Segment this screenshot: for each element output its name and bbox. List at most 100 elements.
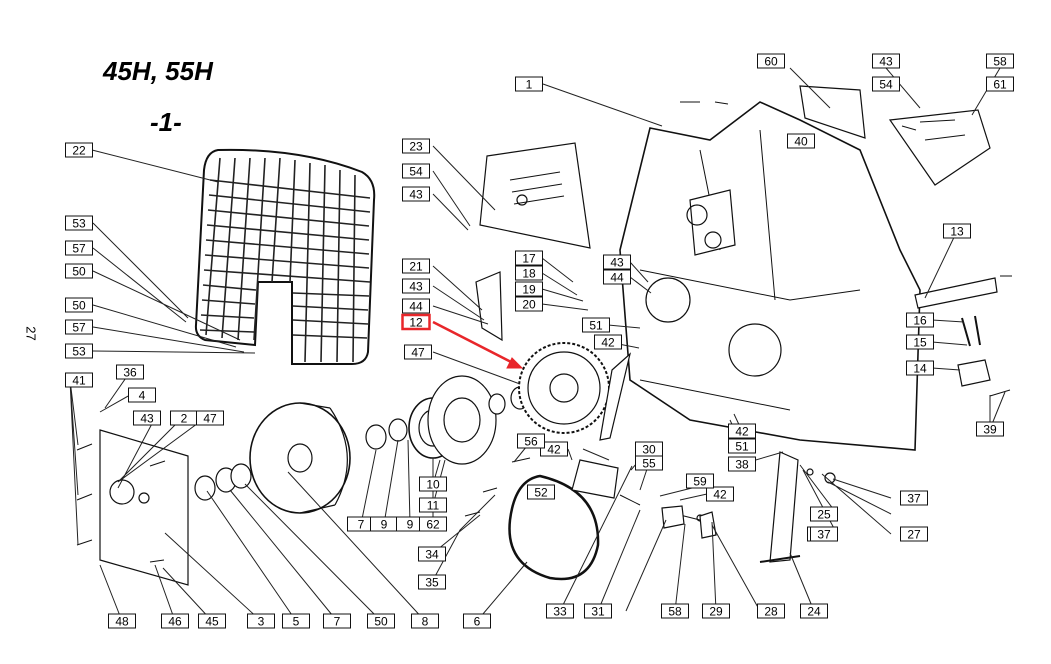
callout-53: 53 bbox=[65, 343, 93, 359]
support-leg bbox=[769, 451, 799, 563]
callout-number: 38 bbox=[735, 458, 749, 472]
callout-number: 57 bbox=[72, 242, 86, 256]
callout-box bbox=[128, 387, 156, 403]
highlight-arrowhead bbox=[506, 357, 524, 369]
plate-61 bbox=[888, 109, 991, 186]
callout-number: 37 bbox=[907, 492, 921, 506]
callout-56: 56 bbox=[517, 433, 545, 449]
callout-43: 43 bbox=[603, 254, 631, 270]
callout-number: 44 bbox=[610, 271, 624, 285]
callout-50: 50 bbox=[367, 613, 395, 629]
callout-27: 27 bbox=[900, 526, 928, 542]
callout-number: 47 bbox=[411, 346, 425, 360]
callout-box bbox=[986, 53, 1014, 69]
callout-box bbox=[603, 269, 631, 285]
callout-number: 15 bbox=[913, 336, 927, 350]
callout-box bbox=[515, 250, 543, 266]
callout-number: 22 bbox=[72, 144, 86, 158]
callout-box bbox=[411, 613, 439, 629]
callout-2: 2 bbox=[170, 410, 198, 426]
callout-number: 42 bbox=[735, 425, 749, 439]
callout-number: 9 bbox=[407, 518, 414, 532]
callout-number: 40 bbox=[794, 135, 808, 149]
callout-number: 39 bbox=[983, 423, 997, 437]
callout-number: 42 bbox=[601, 336, 615, 350]
callout-box bbox=[515, 281, 543, 297]
callout-box bbox=[661, 603, 689, 619]
callout-box bbox=[282, 613, 310, 629]
callout-box bbox=[800, 603, 828, 619]
callout-number: 47 bbox=[203, 412, 217, 426]
drum-flange bbox=[249, 402, 351, 514]
callout-number: 54 bbox=[409, 165, 423, 179]
callout-3: 3 bbox=[247, 613, 275, 629]
callout-30: 30 bbox=[635, 441, 663, 457]
callout-box bbox=[418, 574, 446, 590]
callout-number: 45 bbox=[205, 615, 219, 629]
callout-number: 43 bbox=[140, 412, 154, 426]
callout-box bbox=[594, 334, 622, 350]
callout-number: 25 bbox=[817, 508, 831, 522]
callout-box bbox=[546, 603, 574, 619]
callout-62: 62 bbox=[419, 516, 447, 532]
bracket-14 bbox=[957, 359, 991, 387]
callout-box bbox=[515, 265, 543, 281]
callout-box bbox=[402, 186, 430, 202]
callout-25: 25 bbox=[810, 506, 838, 522]
callout-15: 15 bbox=[906, 334, 934, 350]
callout-box bbox=[419, 516, 447, 532]
callout-number: 51 bbox=[589, 319, 603, 333]
callout-14: 14 bbox=[906, 360, 934, 376]
callout-28: 28 bbox=[757, 603, 785, 619]
highlight-arrow bbox=[432, 320, 516, 366]
brake-disc bbox=[427, 375, 497, 465]
callout-number: 7 bbox=[334, 615, 341, 629]
callout-box bbox=[986, 76, 1014, 92]
callout-57: 57 bbox=[65, 240, 93, 256]
callout-number: 18 bbox=[522, 267, 536, 281]
callout-17: 17 bbox=[515, 250, 543, 266]
callout-42: 42 bbox=[706, 486, 734, 502]
callout-number: 3 bbox=[258, 615, 265, 629]
callout-31: 31 bbox=[584, 603, 612, 619]
callout-box bbox=[706, 486, 734, 502]
callout-box bbox=[757, 603, 785, 619]
callout-box bbox=[402, 163, 430, 179]
callout-box bbox=[943, 223, 971, 239]
callout-box bbox=[108, 613, 136, 629]
callout-box bbox=[196, 410, 224, 426]
callout-box bbox=[65, 263, 93, 279]
callout-36: 36 bbox=[116, 364, 144, 380]
callout-box bbox=[247, 613, 275, 629]
callout-29: 29 bbox=[702, 603, 730, 619]
callout-box bbox=[65, 297, 93, 313]
callout-number: 46 bbox=[168, 615, 182, 629]
callout-46: 46 bbox=[161, 613, 189, 629]
callout-number: 42 bbox=[713, 488, 727, 502]
callout-22: 22 bbox=[65, 142, 93, 158]
callout-44: 44 bbox=[603, 269, 631, 285]
brake-band bbox=[508, 474, 600, 581]
callout-number: 57 bbox=[72, 321, 86, 335]
callout-54: 54 bbox=[402, 163, 430, 179]
callout-7: 7 bbox=[323, 613, 351, 629]
callout-23: 23 bbox=[402, 138, 430, 154]
callout-box bbox=[515, 76, 543, 92]
callout-number: 50 bbox=[374, 615, 388, 629]
callout-number: 50 bbox=[72, 299, 86, 313]
callout-55: 55 bbox=[635, 455, 663, 471]
callout-number: 58 bbox=[668, 605, 682, 619]
callout-box bbox=[419, 476, 447, 492]
callout-box bbox=[900, 490, 928, 506]
callout-39: 39 bbox=[976, 421, 1004, 437]
callout-box bbox=[584, 603, 612, 619]
callout-box bbox=[757, 53, 785, 69]
diagram-subtitle: -1- bbox=[150, 107, 182, 137]
callout-number: 2 bbox=[181, 412, 188, 426]
callout-47: 47 bbox=[404, 344, 432, 360]
callout-box bbox=[906, 360, 934, 376]
callout-number: 19 bbox=[522, 283, 536, 297]
main-frame bbox=[619, 101, 921, 451]
callout-box bbox=[65, 343, 93, 359]
callout-number: 27 bbox=[907, 528, 921, 542]
